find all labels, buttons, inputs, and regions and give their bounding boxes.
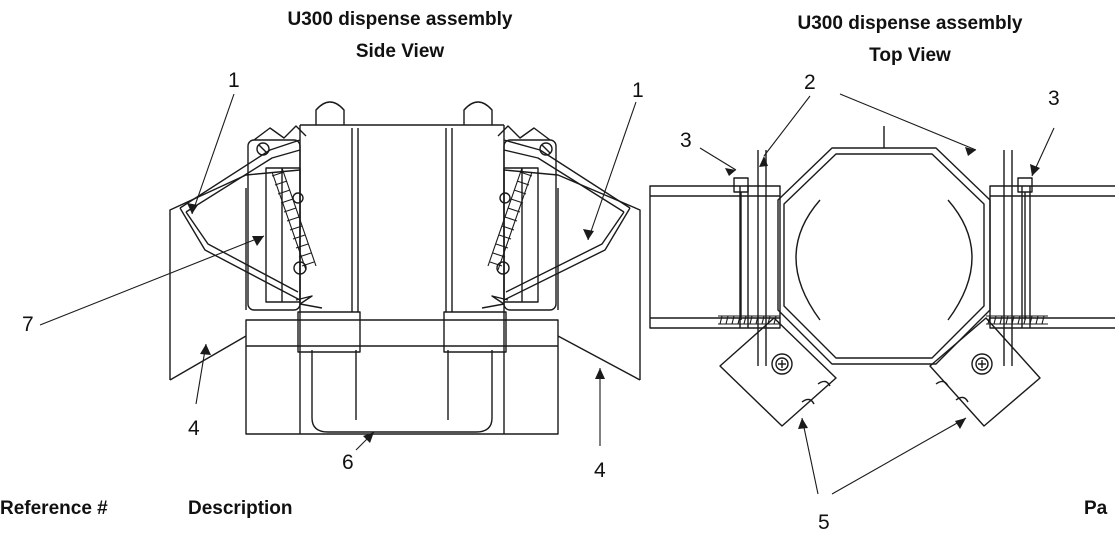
side-right-wing xyxy=(503,169,641,380)
callout-2: 2 xyxy=(804,71,816,94)
top-left-block xyxy=(649,185,781,329)
side-left-spring xyxy=(271,167,317,271)
top-view-subtitle: Top View xyxy=(869,45,951,66)
side-right-spring xyxy=(487,167,533,271)
top-left-spring xyxy=(718,315,780,325)
side-right-screw xyxy=(539,142,553,156)
top-octagon-housing xyxy=(777,147,991,365)
side-left-knob xyxy=(315,101,345,125)
callout-3-right: 3 xyxy=(1048,87,1060,110)
side-left-housing xyxy=(247,139,301,311)
callout-7: 7 xyxy=(22,313,34,336)
side-bottom-cup xyxy=(311,350,493,433)
side-base-block xyxy=(245,319,559,435)
top-cup-right-arc xyxy=(947,199,973,321)
side-right-knob xyxy=(463,101,493,125)
side-left-wing xyxy=(169,169,301,380)
callout-5: 5 xyxy=(818,511,830,534)
top-cup-left-arc xyxy=(795,199,821,321)
top-left-plate xyxy=(719,317,837,427)
table-header-description: Description xyxy=(188,498,293,519)
top-right-plate xyxy=(929,317,1041,427)
side-view-title: U300 dispense assembly xyxy=(287,9,513,30)
side-left-lever xyxy=(179,139,301,301)
callout-1-right: 1 xyxy=(632,79,644,102)
top-right-spring xyxy=(986,315,1048,325)
callout-6: 6 xyxy=(342,451,354,474)
side-view-subtitle: Side View xyxy=(355,41,445,62)
table-header-reference: Reference # xyxy=(0,498,108,519)
side-right-housing xyxy=(503,139,557,311)
top-view-title: U300 dispense assembly xyxy=(797,13,1023,34)
callout-4-right: 4 xyxy=(594,459,606,482)
top-right-screw xyxy=(971,353,993,375)
side-right-lever xyxy=(503,139,631,301)
callout-3-left: 3 xyxy=(680,129,692,152)
top-view-drawing xyxy=(649,126,1115,427)
callout-1-left: 1 xyxy=(228,69,240,92)
table-header-part: Pa xyxy=(1084,498,1108,519)
side-left-screw xyxy=(256,142,270,156)
top-left-screw xyxy=(771,353,793,375)
side-view-drawing xyxy=(169,101,641,435)
top-right-block xyxy=(989,185,1115,329)
callout-4-left: 4 xyxy=(188,417,200,440)
top-left-bolt xyxy=(733,177,749,193)
